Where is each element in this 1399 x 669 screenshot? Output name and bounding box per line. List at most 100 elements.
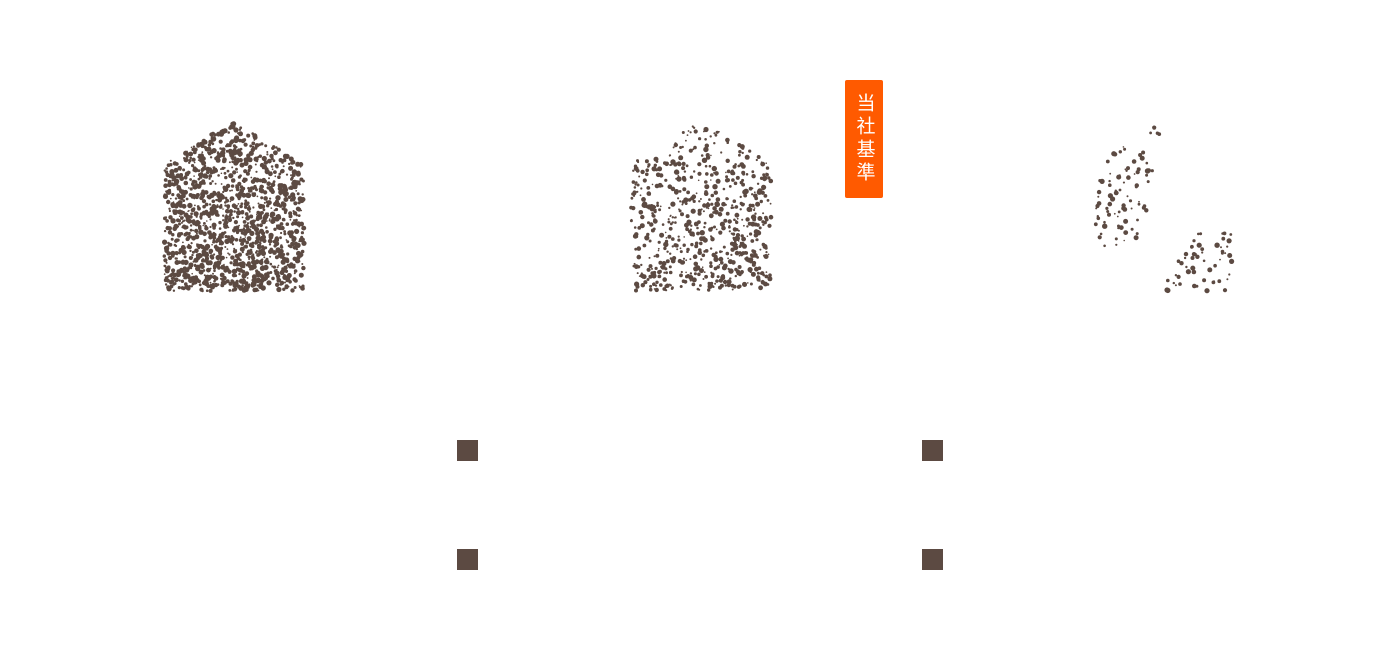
speckle — [697, 171, 702, 176]
speckle — [231, 290, 234, 292]
speckle — [176, 185, 181, 190]
speckle — [763, 194, 768, 198]
speckle — [217, 248, 223, 253]
speckle — [721, 201, 726, 207]
speckle — [273, 209, 276, 212]
speckle — [295, 218, 298, 222]
speckle — [176, 218, 180, 223]
speckle — [283, 232, 287, 236]
speckle — [177, 260, 182, 264]
speckle — [212, 241, 214, 244]
speckle — [246, 277, 249, 279]
speckle — [229, 209, 233, 213]
speckle — [722, 245, 726, 249]
speckle — [293, 263, 296, 266]
speckle — [722, 279, 728, 285]
speckle — [190, 285, 193, 288]
speckle — [694, 265, 701, 271]
speckle — [765, 166, 770, 170]
speckle — [214, 156, 218, 161]
speckle — [754, 212, 757, 215]
speckle — [203, 278, 209, 285]
speckle — [284, 257, 290, 263]
speckle — [202, 224, 204, 227]
speckle — [190, 212, 193, 216]
speckle — [1183, 256, 1187, 260]
speckle — [718, 256, 724, 262]
speckle — [754, 196, 759, 201]
speckle — [689, 231, 695, 237]
speckle — [182, 224, 187, 229]
speckle — [191, 250, 195, 254]
speckle — [721, 225, 726, 231]
speckle — [211, 204, 217, 209]
speckle — [652, 282, 656, 287]
speckle — [1185, 265, 1188, 269]
speckle — [762, 173, 766, 177]
speckle — [215, 198, 218, 202]
speckle — [251, 145, 255, 149]
speckle — [286, 263, 290, 267]
speckle — [1164, 287, 1170, 293]
speckle — [634, 264, 639, 269]
speckle — [208, 174, 213, 178]
speckle — [728, 185, 732, 188]
speckle — [189, 228, 193, 232]
speckle — [170, 251, 175, 256]
speckle — [248, 210, 251, 213]
speckle — [657, 247, 660, 250]
speckle — [638, 210, 644, 215]
speckle — [680, 212, 684, 217]
speckle — [204, 243, 211, 250]
speckle — [217, 266, 221, 270]
speckle — [693, 261, 698, 266]
speckle — [171, 268, 176, 273]
speckle — [735, 175, 740, 180]
speckle — [691, 277, 697, 283]
speckle — [657, 182, 663, 188]
speckle — [291, 173, 296, 177]
speckle — [670, 201, 676, 207]
speckle — [734, 240, 737, 243]
speckle — [199, 217, 203, 220]
speckle — [297, 214, 301, 217]
speckle — [244, 205, 248, 209]
speckle — [643, 280, 648, 285]
speckle — [227, 131, 230, 134]
speckle — [207, 151, 212, 156]
speckle — [208, 275, 211, 278]
speckle — [225, 198, 230, 203]
speckle — [236, 210, 242, 216]
speckle — [698, 200, 701, 203]
speckle — [201, 151, 204, 154]
speckle — [224, 175, 228, 180]
speckle — [181, 203, 187, 209]
speckle — [685, 271, 687, 274]
speckle — [246, 133, 251, 138]
speckle — [183, 272, 189, 278]
speckle — [685, 164, 689, 168]
speckle — [705, 153, 710, 158]
speckle — [734, 212, 740, 218]
speckle — [212, 272, 214, 275]
speckle — [301, 284, 305, 288]
speckle — [1103, 220, 1106, 224]
speckle — [731, 171, 736, 176]
speckle — [713, 142, 716, 145]
speckle — [714, 282, 717, 285]
speckle — [204, 256, 210, 261]
speckle — [267, 158, 272, 164]
speckle — [685, 274, 689, 279]
speckle — [1149, 131, 1152, 135]
speckle — [1118, 188, 1122, 192]
speckle — [188, 209, 190, 212]
speckle — [738, 251, 742, 255]
speckle — [651, 183, 654, 186]
speckle — [235, 194, 239, 197]
speckle — [1122, 146, 1125, 148]
speckle — [714, 201, 720, 207]
speckle — [226, 248, 229, 251]
speckle — [1105, 159, 1110, 164]
speckle — [727, 259, 733, 265]
speckle — [269, 271, 273, 274]
